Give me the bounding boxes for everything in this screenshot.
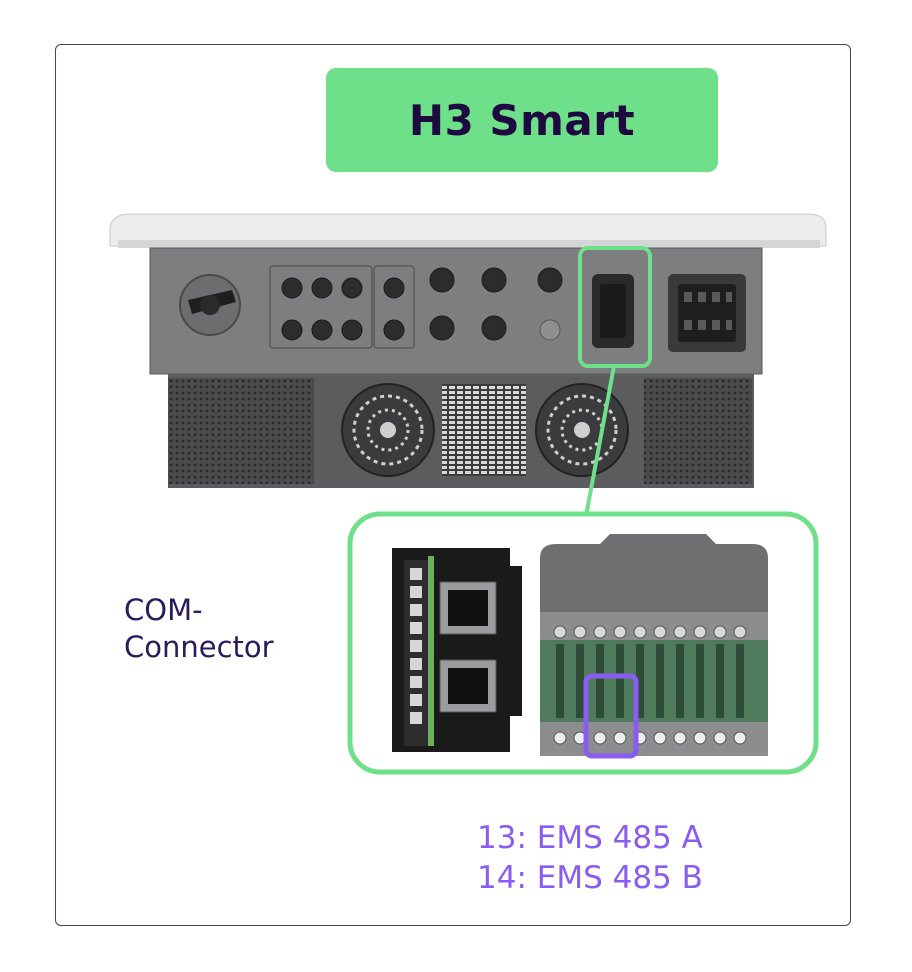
inverter-lid bbox=[109, 213, 827, 248]
pv-bracket-right bbox=[373, 265, 415, 349]
zoom-leader-line bbox=[584, 365, 616, 517]
rj45-socket-top bbox=[439, 581, 497, 635]
title-badge: H3 Smart bbox=[326, 68, 718, 172]
fan-left bbox=[341, 383, 435, 477]
center-grill bbox=[442, 384, 526, 476]
com-connector-rj45-view bbox=[392, 548, 522, 752]
com-connector-label-line2: Connector bbox=[124, 630, 274, 664]
right-mesh bbox=[644, 378, 752, 484]
fan-right bbox=[535, 383, 629, 477]
pin-label-14: 14: EMS 485 B bbox=[477, 860, 703, 896]
rj45-socket-bottom bbox=[439, 659, 497, 713]
antenna-port bbox=[539, 319, 561, 341]
left-mesh bbox=[168, 378, 314, 484]
pin-label-13: 13: EMS 485 A bbox=[477, 820, 703, 856]
title-text: H3 Smart bbox=[408, 95, 636, 145]
pin-labels: 13: EMS 485 A 14: EMS 485 B bbox=[477, 818, 703, 898]
com-port bbox=[592, 274, 634, 348]
com-connector-label-line1: COM- bbox=[124, 593, 203, 627]
com-connector-label: COM- Connector bbox=[124, 592, 324, 666]
round-ports bbox=[429, 267, 563, 341]
inverter-front-panel bbox=[149, 247, 763, 375]
dc-switch bbox=[179, 274, 241, 336]
pv-connectors bbox=[281, 277, 405, 341]
pv-bracket-left bbox=[269, 265, 373, 349]
ac-connector bbox=[668, 274, 746, 352]
com-port-highlight bbox=[578, 246, 652, 368]
pin-13-14-highlight bbox=[583, 673, 639, 759]
com-connector-terminal-view bbox=[540, 534, 768, 756]
